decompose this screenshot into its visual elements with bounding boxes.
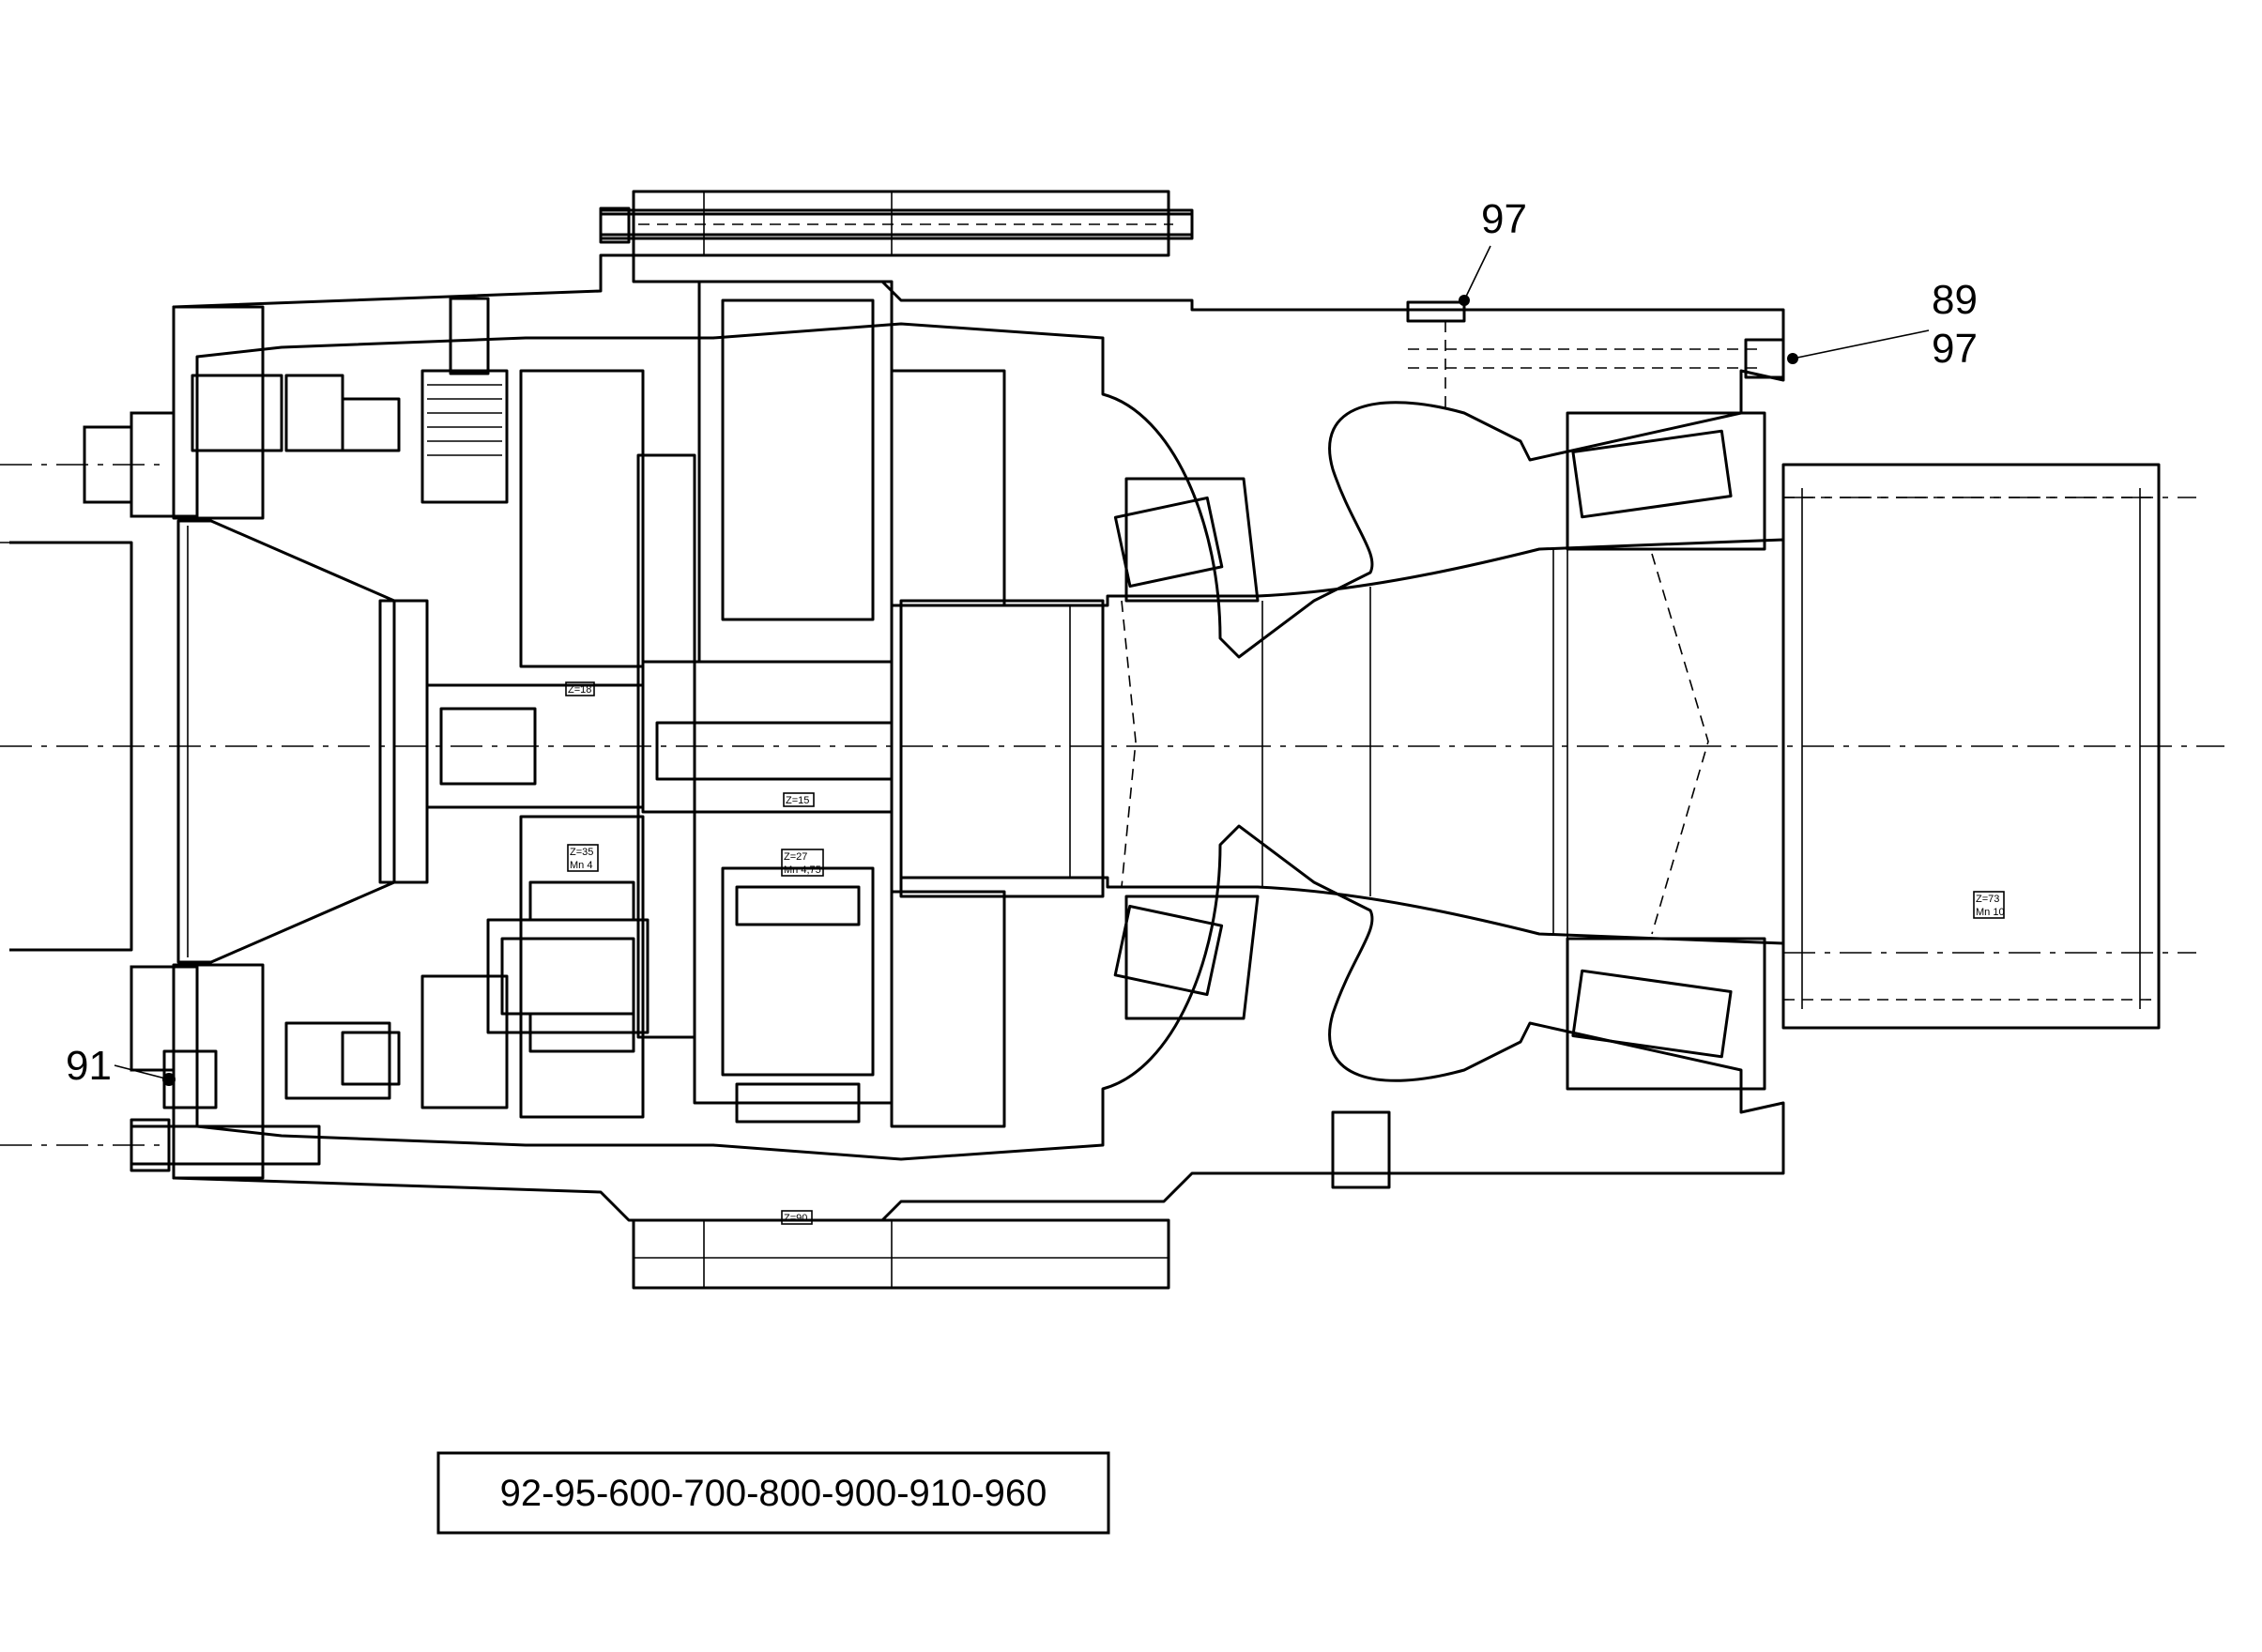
second-stage [693,280,1105,1128]
input-cover [0,305,429,1180]
part-number-box: 92-95-600-700-800-900-910-960 [436,1451,1110,1535]
svg-text:89: 89 [1932,277,1978,323]
part-number-text: 92-95-600-700-800-900-910-960 [500,1473,1047,1514]
callout-91: 91 [66,1043,176,1089]
brake-pack [191,369,509,1109]
output-flange [599,190,1194,1290]
housing [172,253,1785,1222]
main-bearings [1113,411,1766,1091]
callout-97-right: 97 [1787,326,1978,372]
gear-label-m475: Mn 4,75 [784,864,821,876]
bolts [130,206,1785,1189]
gear-label-z15: Z=15 [786,795,809,806]
center-lines [0,464,2224,1146]
svg-text:91: 91 [66,1043,112,1089]
gear-label-z35: Z=35 [570,847,593,858]
callout-89: 89 [1932,277,1978,323]
gear-labels: Z=18 Z=15 Z=35 Mn 4 Z=27 Mn 4,75 Z=90 Z=… [565,681,2005,1225]
gear-label-z18: Z=18 [568,684,591,696]
gear-label-z73: Z=73 [1976,894,1999,905]
svg-text:97: 97 [1481,196,1527,242]
svg-text:97: 97 [1932,326,1978,372]
gear-label-m10: Mn 10 [1976,907,2005,918]
first-stage [425,369,894,1119]
gear-label-z90: Z=90 [784,1213,807,1224]
brake-discs-top [427,384,502,456]
callouts: 97 89 97 91 [66,196,1978,1089]
gear-label-m4: Mn 4 [570,860,592,871]
gear-label-z27: Z=27 [784,851,807,863]
callout-97-top: 97 [1459,196,1527,306]
